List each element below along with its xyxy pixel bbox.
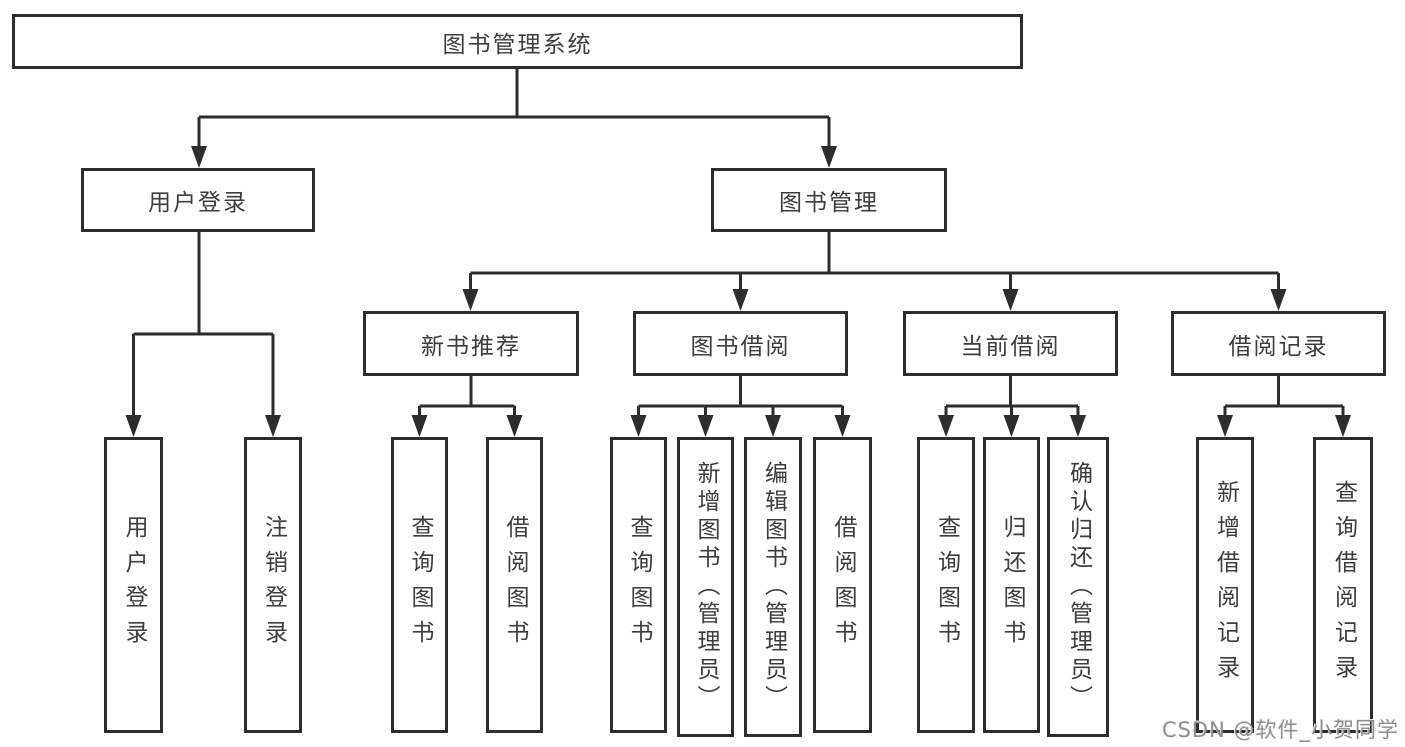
- leaf-logout: 注销登录: [244, 437, 302, 733]
- leaf-add-borrow-record: 新增借阅记录: [1196, 437, 1254, 733]
- node-borrow-record: 借阅记录: [1171, 311, 1386, 376]
- node-root-system: 图书管理系统: [12, 14, 1023, 69]
- leaf-add-book-admin: 新增图书（管理员）: [677, 437, 734, 737]
- node-book-borrow: 图书借阅: [633, 311, 848, 376]
- leaf-query-borrow-record: 查询借阅记录: [1313, 437, 1373, 733]
- leaf-user-login: 用户登录: [104, 437, 163, 733]
- node-new-book-recommend: 新书推荐: [363, 311, 579, 376]
- leaf-recommend-query-book: 查询图书: [391, 437, 448, 733]
- node-user-login: 用户登录: [81, 168, 315, 232]
- leaf-borrow-book: 借阅图书: [813, 437, 872, 733]
- csdn-watermark: CSDN @软件_小贺同学: [1161, 718, 1399, 742]
- leaf-borrow-query-book: 查询图书: [610, 437, 667, 733]
- node-book-management: 图书管理: [711, 168, 947, 232]
- leaf-confirm-return-admin: 确认归还（管理员）: [1047, 437, 1109, 737]
- leaf-recommend-borrow-book: 借阅图书: [486, 437, 543, 733]
- leaf-return-book: 归还图书: [983, 437, 1040, 733]
- leaf-edit-book-admin: 编辑图书（管理员）: [744, 437, 802, 737]
- node-current-borrow: 当前借阅: [903, 311, 1118, 376]
- leaf-current-query-book: 查询图书: [917, 437, 975, 733]
